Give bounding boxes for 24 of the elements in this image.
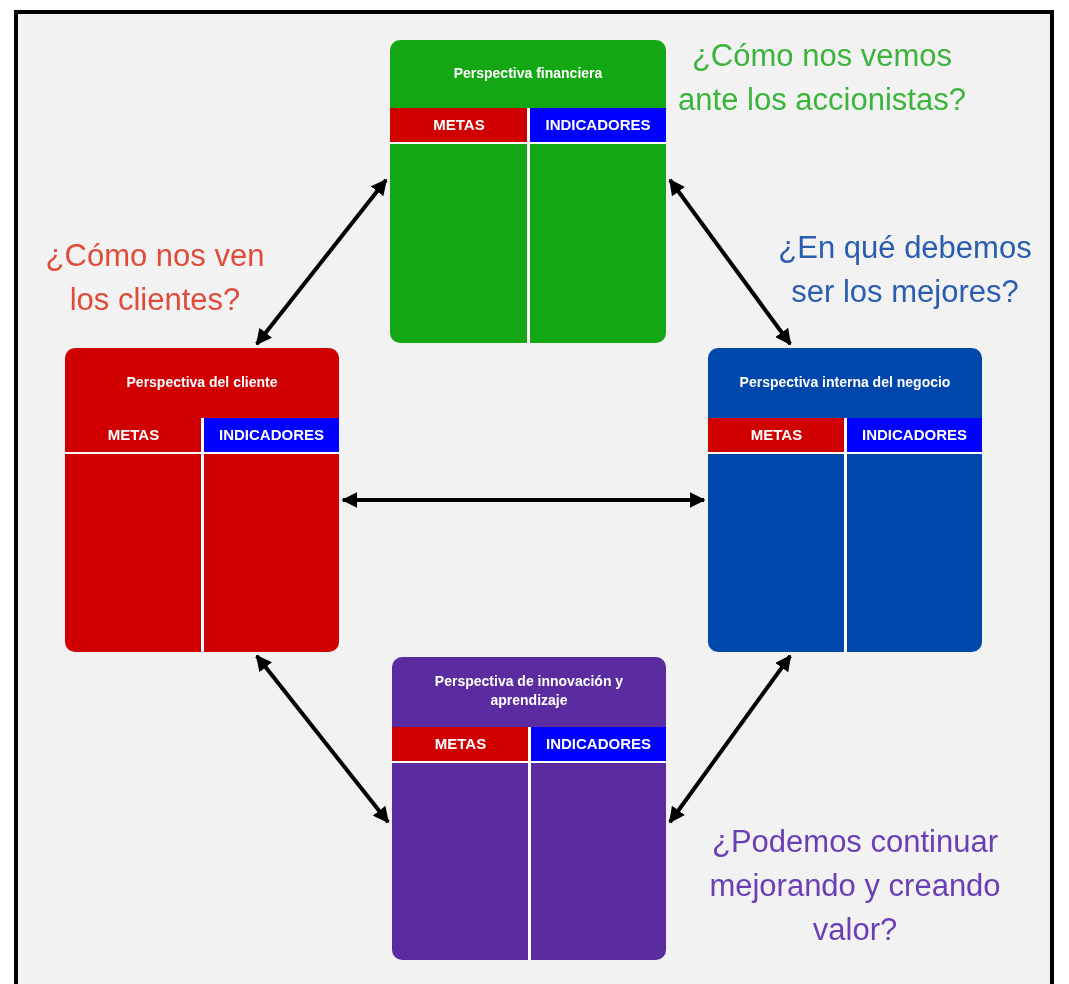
perspective-card — [65, 348, 339, 652]
double-arrow — [668, 654, 792, 824]
column-header: INDICADORES — [847, 418, 982, 452]
question-text: ¿En qué debemos ser los mejores? — [777, 229, 1033, 311]
double-arrow — [341, 492, 706, 508]
perspective-card — [708, 348, 982, 652]
question-text: ¿Cómo nos vemos ante los accionistas? — [677, 37, 967, 119]
perspective-card — [392, 657, 666, 960]
card-title: Perspectiva de innovación y aprendizaje — [433, 672, 625, 710]
column-header: INDICADORES — [204, 418, 339, 452]
double-arrow — [668, 178, 792, 346]
question-text: ¿Podemos continuar mejorando y creando valor? — [708, 823, 1002, 949]
column-header: METAS — [708, 418, 845, 452]
card-title: Perspectiva financiera — [452, 63, 604, 83]
card-title: Perspectiva interna del negocio — [738, 372, 952, 392]
perspective-card — [390, 40, 666, 343]
double-arrow — [255, 654, 390, 824]
question-text: ¿Cómo nos ven los clientes? — [44, 237, 266, 319]
double-arrow — [255, 178, 388, 346]
column-header: METAS — [390, 108, 528, 142]
card-title: Perspectiva del cliente — [125, 372, 279, 392]
column-header: INDICADORES — [531, 727, 666, 761]
column-header: INDICADORES — [530, 108, 666, 142]
column-header: METAS — [392, 727, 529, 761]
